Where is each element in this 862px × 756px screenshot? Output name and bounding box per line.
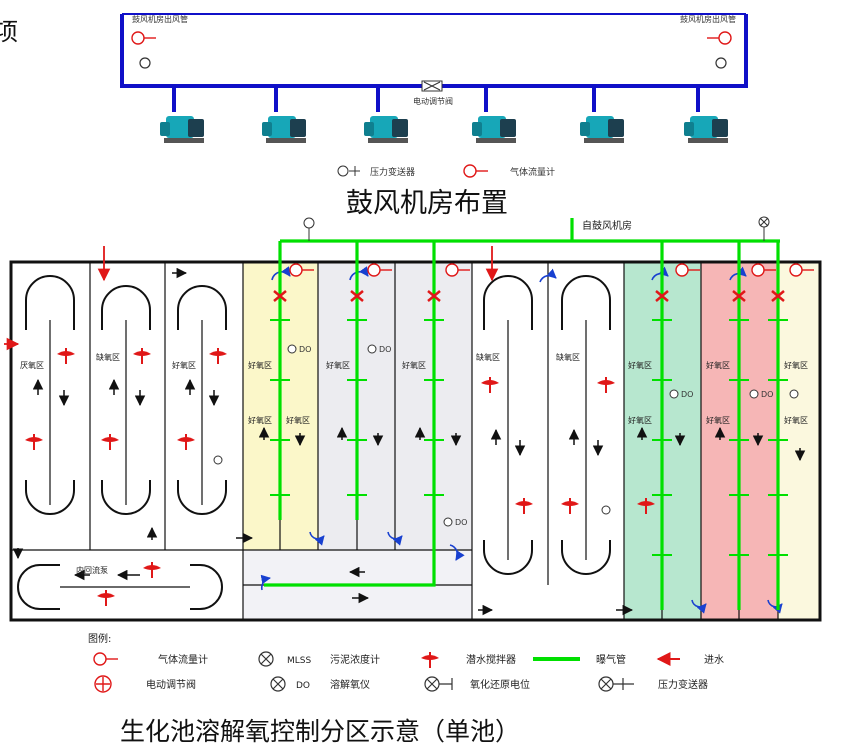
legend-item: 氧化还原电位 <box>470 678 530 691</box>
zone-label: 好氧区 <box>326 360 350 370</box>
do-label: DO <box>455 518 467 527</box>
zone-label: 好氧区 <box>628 415 652 425</box>
legend-item: 进水 <box>704 654 724 666</box>
zone-label: 好氧区 <box>706 360 730 370</box>
pressure-gauge-icon <box>337 165 360 177</box>
sub-legend-pressure: 压力变送器 <box>370 166 415 178</box>
blower-room: 项 鼓风机房出风管 鼓风机房出风管 电动调节阀 <box>0 13 748 219</box>
air-source-label: 自鼓风机房 <box>582 219 632 232</box>
electric-valve-icon <box>421 80 443 92</box>
pool-title: 生化池溶解氧控制分区示意（单池） <box>120 717 520 746</box>
do-label: DO <box>761 390 773 399</box>
recycle-label: 内回流泵 <box>76 565 108 575</box>
blower-main-pipe <box>120 14 748 88</box>
left-header-label: 鼓风机房出风管 <box>132 14 188 24</box>
orp-icon <box>424 676 453 692</box>
do-icon <box>213 344 799 527</box>
flowmeter-icon <box>706 31 732 45</box>
blower-icon <box>160 116 204 143</box>
blower-room-title: 鼓风机房布置 <box>346 188 508 219</box>
pressure-icon <box>598 676 634 692</box>
pressure-gauge-icon <box>303 217 315 229</box>
zone-label: 好氧区 <box>628 360 652 370</box>
do-label: DO <box>299 345 311 354</box>
flowmeter-icon <box>93 652 119 666</box>
blower-icon <box>684 116 728 143</box>
legend-item: 潜水搅拌器 <box>466 653 516 666</box>
flowmeter-icon <box>131 31 157 45</box>
legend-item: DO <box>296 681 310 691</box>
pipe-valve-label: 电动调节阀 <box>413 96 453 106</box>
mlss-icon <box>258 651 274 667</box>
legend-item: 溶解氧仪 <box>330 678 370 691</box>
pressure-gauge-icon <box>139 57 151 69</box>
zone-label: 缺氧区 <box>556 352 580 362</box>
pressure-gauge-icon <box>715 57 727 69</box>
zone-label: 好氧区 <box>248 415 272 425</box>
legend-title: 图例: <box>88 632 111 645</box>
legend-item: 污泥浓度计 <box>330 653 380 666</box>
legend-item: 曝气管 <box>596 653 626 666</box>
legend-item: 电动调节阀 <box>146 678 196 691</box>
legend-item: 压力变送器 <box>658 678 708 691</box>
legend-item: MLSS <box>287 656 311 666</box>
zone-label: 好氧区 <box>172 360 196 370</box>
right-header-label: 鼓风机房出风管 <box>680 14 736 24</box>
do-icon <box>270 676 286 692</box>
zone-label: 厌氧区 <box>20 360 44 370</box>
sub-legend-flowmeter: 气体流量计 <box>510 166 555 178</box>
zone-label: 好氧区 <box>402 360 426 370</box>
blower-icon <box>364 116 408 143</box>
zone-label: 缺氧区 <box>476 352 500 362</box>
do-label: DO <box>379 345 391 354</box>
zone-label: 好氧区 <box>248 360 272 370</box>
control-valve-icon <box>94 675 112 693</box>
pool-frame <box>9 260 822 622</box>
blower-icon <box>262 116 306 143</box>
blower-icon <box>580 116 624 143</box>
legend-item: 气体流量计 <box>158 653 208 666</box>
zone-label: 好氧区 <box>784 415 808 425</box>
do-label: DO <box>681 390 693 399</box>
zone-label: 好氧区 <box>706 415 730 425</box>
orp-icon <box>758 216 770 241</box>
mixer-icon <box>420 651 440 669</box>
zone-label: 缺氧区 <box>96 352 120 362</box>
zone-label: 好氧区 <box>784 360 808 370</box>
blower-icon <box>472 116 516 143</box>
inflow-arrow-icon <box>4 246 499 351</box>
corner-fragment: 项 <box>0 18 18 46</box>
legend: 图例: 气体流量计 MLSS 污泥浓度计 潜水搅拌器 曝气管 进水 电动调节阀 … <box>88 632 724 693</box>
zone-label: 好氧区 <box>286 415 310 425</box>
flowmeter-icon <box>463 164 489 178</box>
bio-pool: 自鼓风机房 DO DO DO DO DO 厌氧区 缺氧区 好氧区 好氧区 好氧区… <box>4 216 822 622</box>
